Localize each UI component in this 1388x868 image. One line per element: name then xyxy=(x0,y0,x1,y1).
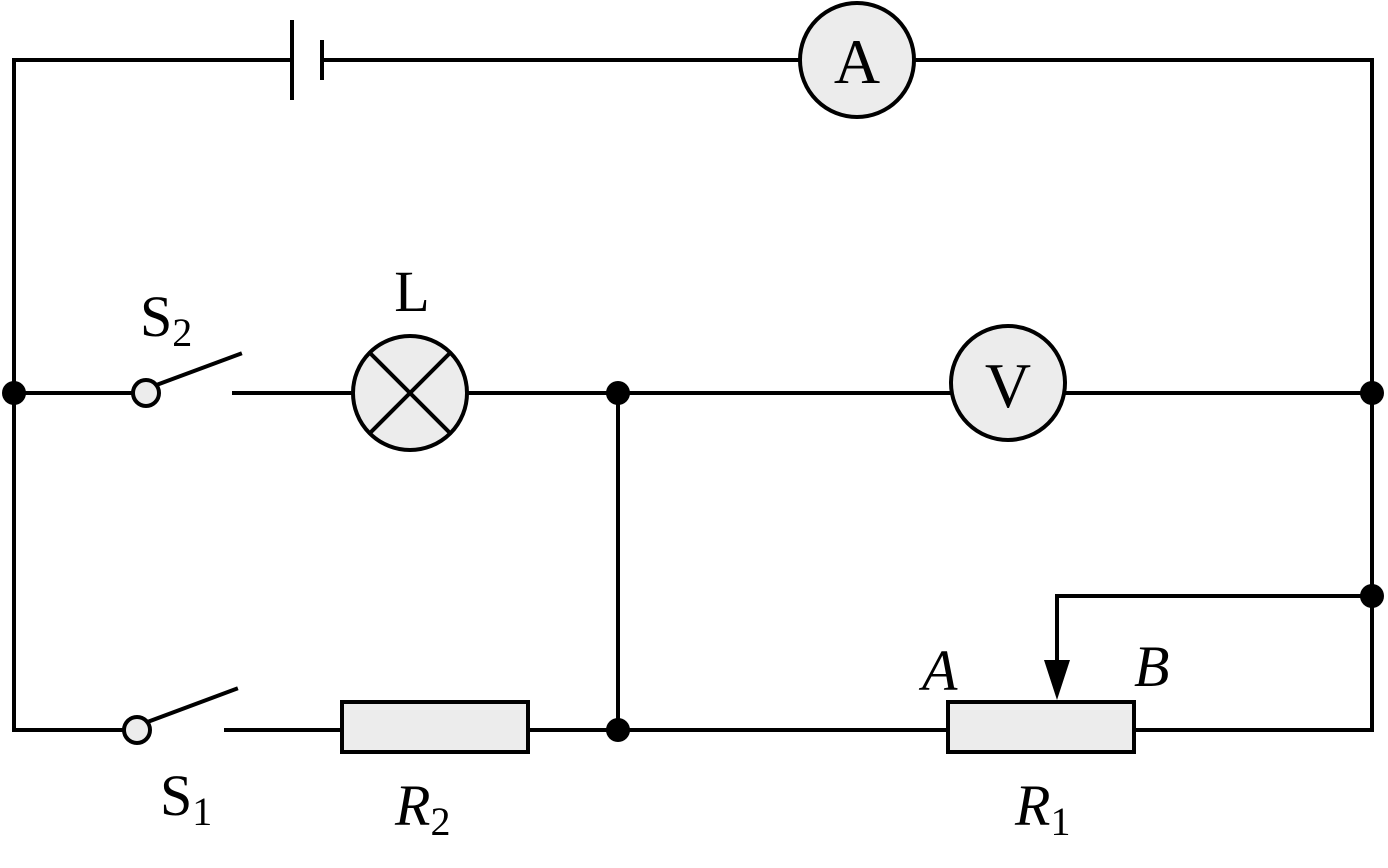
rheostat-icon xyxy=(946,700,1136,754)
voltmeter-label: V xyxy=(985,350,1031,421)
ammeter-icon: A xyxy=(798,1,916,119)
rheostat-slider-icon xyxy=(1044,594,1374,700)
switch1-label: S1 xyxy=(160,763,212,834)
resistor2-label: R2 xyxy=(394,773,450,844)
middle-branch: V xyxy=(12,324,1374,452)
bottom-branch xyxy=(12,594,1374,754)
battery-icon xyxy=(290,20,324,100)
top-branch: A xyxy=(12,1,1374,119)
resistor-icon xyxy=(340,700,530,754)
junction-dot xyxy=(606,718,630,742)
junction-dot xyxy=(1360,381,1384,405)
rheostat-end-a-label: A xyxy=(918,638,958,703)
ammeter-label: A xyxy=(834,26,880,97)
voltmeter-icon: V xyxy=(949,324,1067,442)
junction-dot xyxy=(1360,584,1384,608)
junction-dot xyxy=(2,381,26,405)
lamp-icon xyxy=(351,334,469,452)
rheostat-end-b-label: B xyxy=(1134,634,1169,699)
switch-icon xyxy=(122,686,239,745)
switch-icon xyxy=(131,351,243,408)
lamp-label: L xyxy=(394,259,429,324)
junction-dot xyxy=(606,381,630,405)
resistor1-label: R1 xyxy=(1014,773,1070,844)
switch2-label: S2 xyxy=(140,284,192,355)
